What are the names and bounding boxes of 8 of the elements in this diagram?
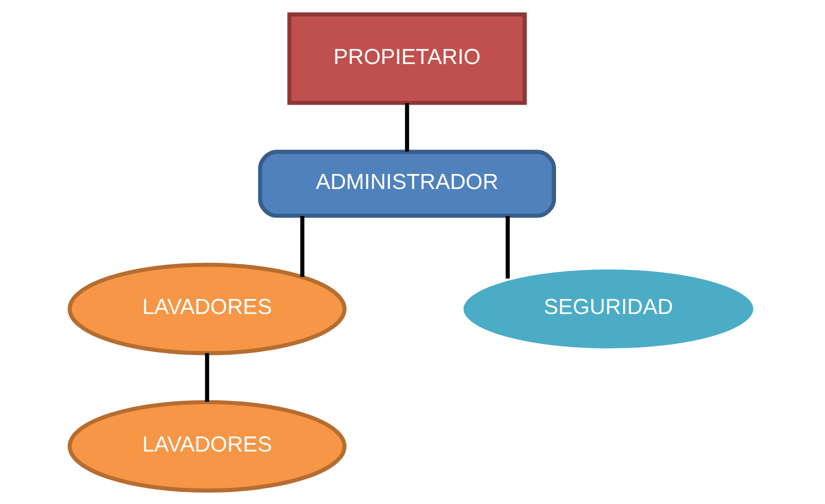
connector [506, 216, 510, 278]
node-ellipse: LAVADORES [68, 400, 347, 492]
node-ellipse: LAVADORES [68, 262, 347, 355]
node-box: PROPIETARIO [287, 12, 527, 104]
connector [205, 352, 210, 402]
node-box: ADMINISTRADOR [258, 149, 556, 218]
connector [405, 102, 410, 152]
connector [300, 216, 304, 276]
